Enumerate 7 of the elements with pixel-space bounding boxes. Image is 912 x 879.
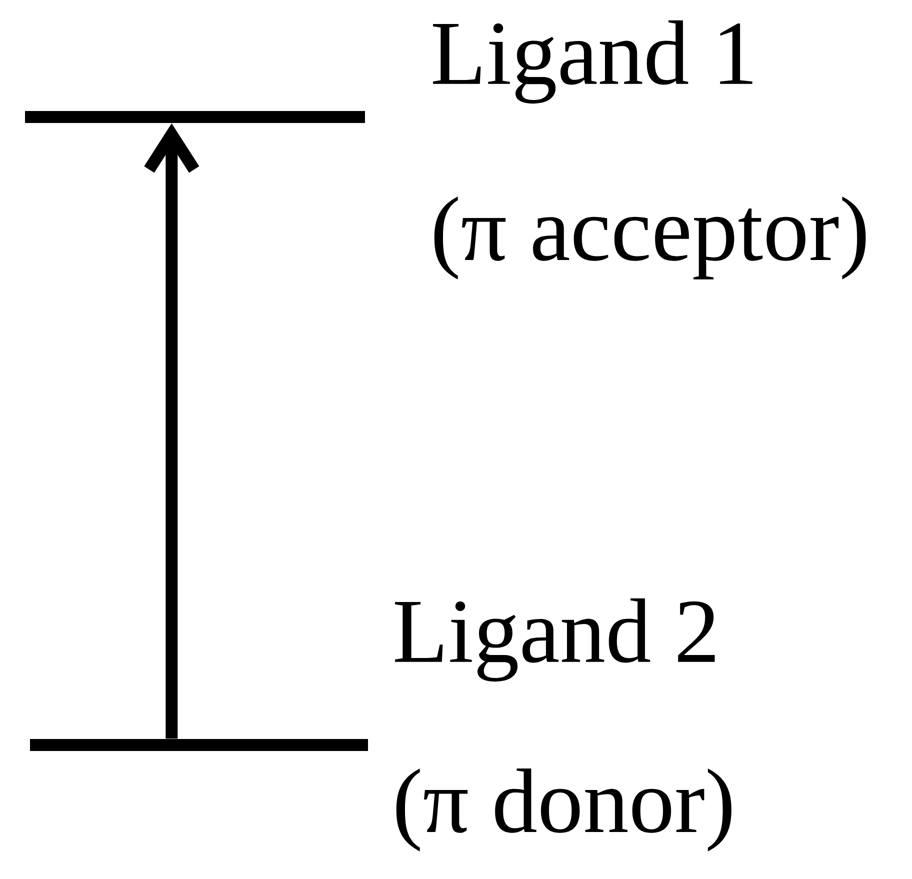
level-label: (π acceptor) (434, 196, 866, 280)
energy-level-bar (30, 739, 368, 751)
arrow (144, 123, 200, 739)
level-label: Ligand 1 (433, 20, 752, 104)
level-label: Ligand 2 (395, 598, 715, 682)
level-label: (π donor) (396, 768, 732, 852)
energy-level-bar (25, 111, 365, 123)
